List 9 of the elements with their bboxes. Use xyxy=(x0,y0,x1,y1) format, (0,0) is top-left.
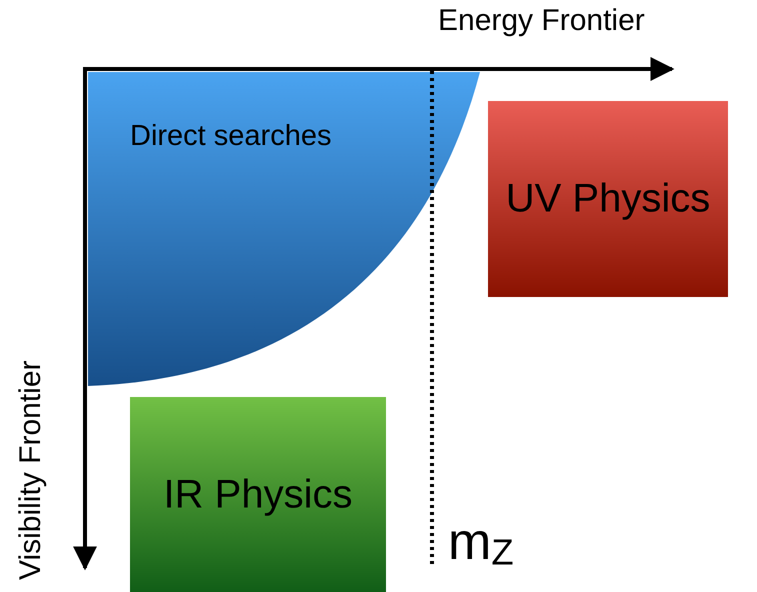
axis-label: Visibility Frontier xyxy=(14,360,48,580)
region-label: Direct searches xyxy=(130,120,332,153)
mass-label: m$_{Z}$ xyxy=(448,512,514,574)
region-label: UV Physics xyxy=(506,176,710,222)
region-box xyxy=(488,101,728,297)
region-box xyxy=(130,397,386,592)
search-region xyxy=(88,72,480,386)
axis-label: Energy Frontier xyxy=(438,4,645,38)
region-label: IR Physics xyxy=(164,472,352,517)
